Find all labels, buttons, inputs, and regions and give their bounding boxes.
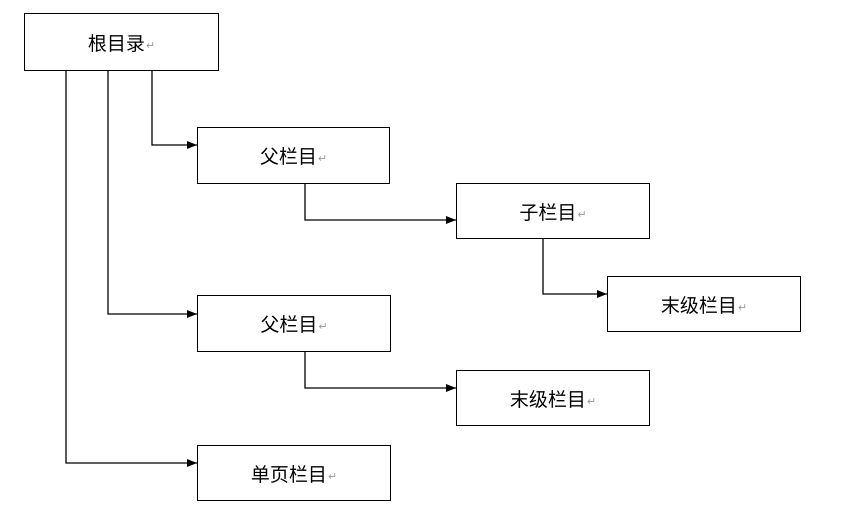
node-parent-2-label: 父栏目	[260, 314, 318, 336]
connector-child-1-to-leaf-1	[542, 239, 607, 298]
paragraph-mark-icon: ↵	[577, 207, 587, 221]
connector-root-to-single-page	[65, 71, 197, 467]
node-leaf-2: 末级栏目↵	[456, 370, 650, 426]
node-root-label: 根目录	[87, 32, 145, 55]
node-child-1-label: 子栏目	[519, 201, 577, 224]
paragraph-mark-icon: ↵	[327, 469, 338, 483]
connector-root-to-parent-2	[107, 71, 197, 318]
node-leaf-1-label: 末级栏目	[660, 294, 737, 317]
node-parent-1: 父栏目↵	[197, 127, 390, 184]
connector-parent-1-to-child-1	[304, 183, 456, 224]
node-single-page: 单页栏目↵	[197, 445, 391, 501]
node-parent-2: 父栏目↵	[197, 295, 391, 352]
connector-parent-2-to-leaf-2	[304, 352, 456, 392]
paragraph-mark-icon: ↵	[145, 38, 156, 52]
node-root: 根目录↵	[24, 13, 219, 71]
node-parent-1-label: 父栏目	[259, 146, 317, 168]
node-leaf-2-label: 末级栏目	[509, 388, 586, 411]
node-child-1: 子栏目↵	[456, 183, 650, 239]
paragraph-mark-icon: ↵	[586, 394, 597, 408]
node-leaf-1: 末级栏目↵	[607, 276, 801, 332]
connector-root-to-parent-1	[151, 71, 197, 149]
paragraph-mark-icon: ↵	[318, 320, 328, 333]
node-single-page-label: 单页栏目	[250, 463, 327, 486]
paragraph-mark-icon: ↵	[737, 300, 748, 314]
paragraph-mark-icon: ↵	[317, 152, 328, 165]
